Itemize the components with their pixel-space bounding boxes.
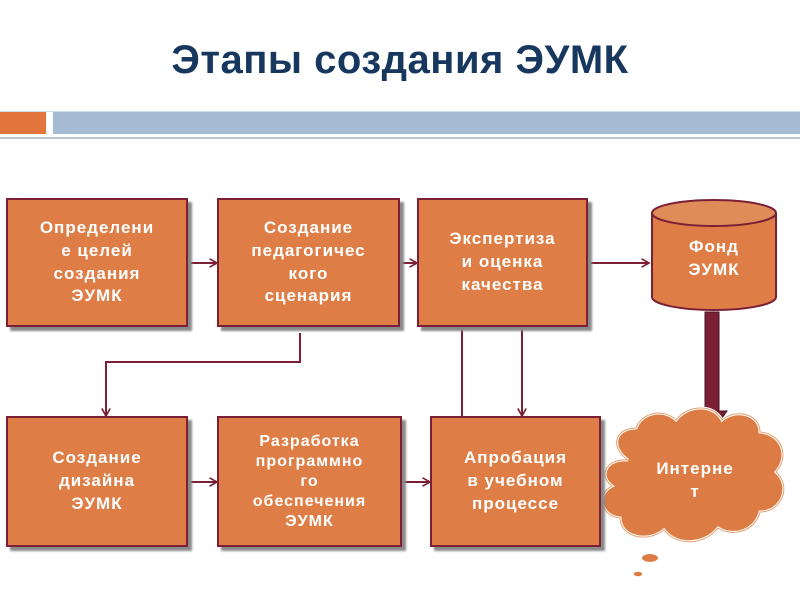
page-title: Этапы создания ЭУМК [171,38,629,82]
header-accent-orange [0,112,46,134]
box-expertise: Экспертиза и оценка качества [417,198,588,327]
thick-arrow-fund-to-internet [696,311,728,433]
box-design: Создание дизайна ЭУМК [6,416,188,547]
arrow-scenario-to-design [106,333,301,416]
box-testing: Апробация в учебном процессе [430,416,601,547]
header-accent-blue [53,112,800,134]
internet-label: Интерне т [656,459,734,501]
header-line-top [0,111,800,112]
fund-label: Фонд ЭУМК [688,237,740,279]
box-goals: Определени е целей создания ЭУМК [6,198,188,327]
header-accent-gap [47,112,52,134]
box-software: Разработка программно го обеспечения ЭУМ… [217,416,402,547]
header-line-bottom [0,137,800,139]
box-scenario: Создание педагогичес кого сценария [217,198,400,327]
